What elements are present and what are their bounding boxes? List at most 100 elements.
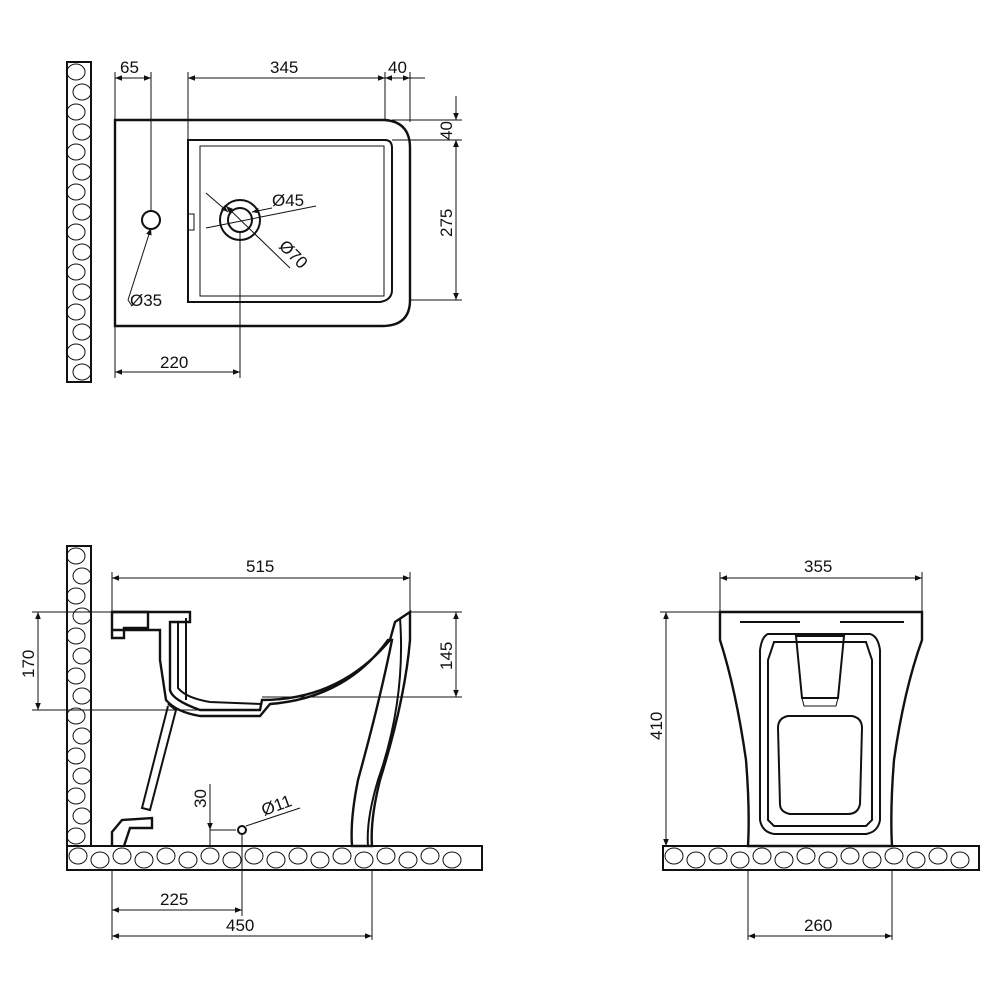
dim-bowl-height: 145 — [437, 642, 456, 670]
side-view-body — [110, 610, 150, 640]
stone-pattern — [66, 183, 86, 201]
stone-pattern — [906, 851, 926, 869]
stone-pattern — [72, 567, 92, 585]
dim-bowl-depth: 275 — [437, 209, 456, 237]
stone-pattern — [66, 667, 86, 685]
dim-fixing-height: 30 — [191, 789, 210, 808]
dim-front-height: 410 — [647, 712, 666, 740]
stone-pattern — [752, 847, 772, 865]
dim-drain-outer: Ø70 — [275, 236, 311, 272]
stone-pattern — [72, 607, 92, 625]
stone-pattern — [66, 303, 86, 321]
stone-pattern — [222, 851, 242, 869]
dim-left-offset: 65 — [120, 58, 139, 77]
stone-pattern — [730, 851, 750, 869]
stone-pattern — [72, 647, 92, 665]
dim-fixing-offset: 225 — [160, 890, 188, 909]
side-view-wall — [66, 545, 92, 847]
stone-pattern — [72, 203, 92, 221]
stone-pattern — [72, 323, 92, 341]
stone-pattern — [66, 787, 86, 805]
stone-pattern — [66, 747, 86, 765]
stone-pattern — [884, 847, 904, 865]
side-view-pipe — [140, 703, 178, 812]
stone-pattern — [66, 627, 86, 645]
stone-pattern — [178, 851, 198, 869]
top-view-wall — [66, 61, 92, 383]
tap-hole — [141, 210, 161, 230]
stone-pattern — [112, 847, 132, 865]
stone-pattern — [928, 847, 948, 865]
dim-drain-offset: 220 — [160, 353, 188, 372]
top-view: 65 345 40 40 275 Ø35 Ø45 Ø70 22 — [66, 58, 462, 383]
stone-pattern — [66, 547, 86, 565]
stone-pattern — [420, 847, 440, 865]
dim-right-rim: 40 — [388, 58, 407, 77]
front-view-floor — [662, 845, 980, 871]
dim-tap-hole: Ø35 — [130, 291, 162, 310]
stone-pattern — [66, 827, 86, 845]
dim-fixing-hole: Ø11 — [259, 791, 295, 819]
front-view-tank — [794, 635, 846, 699]
stone-pattern — [66, 63, 86, 81]
stone-pattern — [66, 223, 86, 241]
dim-bowl-width: 345 — [270, 58, 298, 77]
stone-pattern — [66, 707, 86, 725]
stone-pattern — [66, 587, 86, 605]
stone-pattern — [266, 851, 286, 869]
stone-pattern — [66, 263, 86, 281]
fixing-hole — [237, 825, 247, 835]
stone-pattern — [200, 847, 220, 865]
top-view-bowl-inner-edge — [199, 145, 385, 297]
stone-pattern — [66, 143, 86, 161]
dim-front-width: 355 — [804, 557, 832, 576]
stone-pattern — [72, 243, 92, 261]
side-view: 515 170 145 30 Ø11 225 450 — [19, 545, 483, 940]
stone-pattern — [72, 807, 92, 825]
stone-pattern — [72, 727, 92, 745]
stone-pattern — [398, 851, 418, 869]
front-view: 355 410 260 — [647, 557, 980, 940]
stone-pattern — [72, 767, 92, 785]
dim-base-length: 450 — [226, 916, 254, 935]
stone-pattern — [664, 847, 684, 865]
front-view-seat — [776, 715, 864, 815]
stone-pattern — [686, 851, 706, 869]
stone-pattern — [72, 687, 92, 705]
stone-pattern — [862, 851, 882, 869]
side-view-outer-back — [366, 617, 403, 847]
stone-pattern — [66, 343, 86, 361]
stone-pattern — [310, 851, 330, 869]
dim-inlet-height: 170 — [19, 650, 38, 678]
dim-base-width: 260 — [804, 916, 832, 935]
stone-pattern — [156, 847, 176, 865]
side-view-foot — [110, 816, 154, 847]
stone-pattern — [354, 851, 374, 869]
stone-pattern — [72, 163, 92, 181]
stone-pattern — [376, 847, 396, 865]
stone-pattern — [134, 851, 154, 869]
stone-pattern — [68, 847, 88, 865]
stone-pattern — [244, 847, 264, 865]
stone-pattern — [950, 851, 970, 869]
stone-pattern — [840, 847, 860, 865]
stone-pattern — [708, 847, 728, 865]
front-view-opening — [759, 633, 881, 835]
stone-pattern — [442, 851, 462, 869]
dim-side-length: 515 — [246, 557, 274, 576]
stone-pattern — [72, 83, 92, 101]
side-view-inner-wall — [177, 622, 263, 705]
stone-pattern — [90, 851, 110, 869]
stone-pattern — [72, 283, 92, 301]
front-view-outline — [718, 610, 924, 848]
top-view-overflow — [187, 213, 195, 231]
stone-pattern — [72, 123, 92, 141]
dim-drain-inner: Ø45 — [272, 191, 304, 210]
stone-pattern — [66, 103, 86, 121]
stone-pattern — [332, 847, 352, 865]
top-view-bowl — [187, 139, 393, 303]
stone-pattern — [72, 363, 92, 381]
side-view-floor — [66, 845, 483, 871]
stone-pattern — [288, 847, 308, 865]
